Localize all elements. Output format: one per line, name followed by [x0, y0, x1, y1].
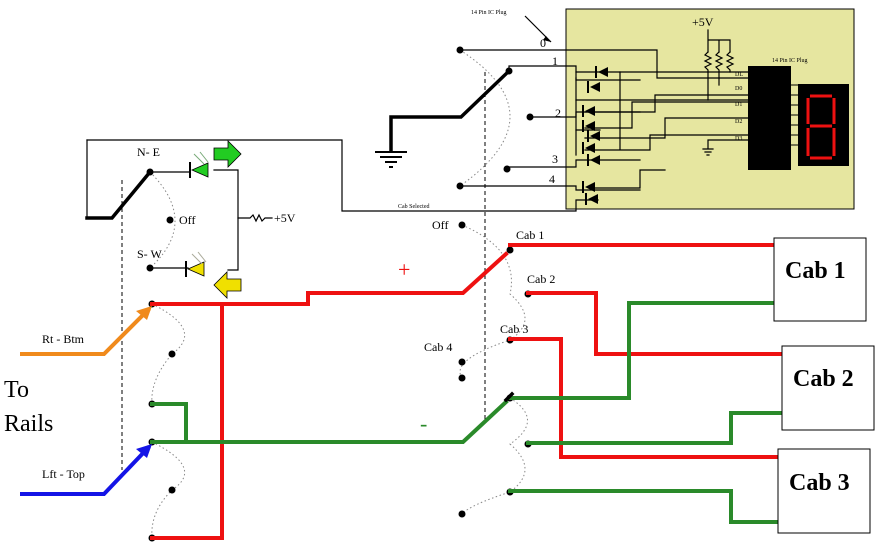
direction-wiper [85, 169, 153, 220]
selector-plug-label: 14 Pin IC Plug [471, 10, 507, 16]
north-east-label: N- E [137, 145, 160, 159]
green-led-icon [189, 151, 209, 178]
cab-switch-off-label: Off [432, 218, 448, 232]
wire-cab-selected [86, 139, 599, 212]
reversing-switch [20, 180, 186, 542]
position-label-3: 3 [552, 152, 558, 166]
plug-pointer-arrowhead [543, 36, 551, 42]
green-arrow-icon [213, 140, 242, 168]
wire-pos-4 [459, 185, 641, 191]
blue-rail-wire [20, 445, 151, 496]
diode-3a [582, 142, 595, 154]
pin-label-dl: DL [735, 72, 743, 78]
cab-switch-contact-neg4 [458, 510, 466, 518]
pin-label-d1: D1 [735, 102, 742, 108]
cab-3-label: Cab 3 [789, 470, 850, 496]
negative-cab3-wire [508, 489, 780, 524]
cab-selector-switch [86, 15, 749, 420]
reversing-contact-5 [168, 486, 176, 494]
direction-arc [149, 171, 176, 269]
pin-label-d2: D2 [735, 119, 742, 125]
selector-wiper [389, 68, 512, 152]
off-label: Off [179, 213, 195, 227]
wire-pos-1 [508, 65, 641, 81]
cab-switch-cab4-label: Cab 4 [424, 340, 452, 354]
orange-rail-wire [20, 307, 151, 356]
to-rails-label-1: To [4, 377, 29, 403]
cab-switch-contact-cab1 [506, 246, 514, 254]
diode-4b [585, 193, 598, 205]
positive-cross-wire [150, 302, 224, 540]
cab-switch-contact-cab4 [458, 358, 466, 366]
yellow-led-icon [185, 251, 207, 277]
diode-1a [595, 66, 608, 78]
board-supply-label: +5V [692, 15, 714, 29]
pin-label-d3: D3 [735, 136, 742, 142]
left-top-label: Lft - Top [42, 467, 85, 481]
pin-label-d0: D0 [735, 86, 742, 92]
negative-wires [150, 301, 784, 524]
position-label-1: 1 [552, 54, 558, 68]
south-west-label: S- W [137, 247, 162, 261]
cab-switch-cab3-label: Cab 3 [500, 322, 528, 336]
diode-2c [587, 130, 600, 142]
negative-cab2-wire [526, 411, 784, 445]
positive-cab2-wire [526, 291, 784, 356]
decoder-ic [748, 66, 791, 170]
right-bottom-label: Rt - Btm [42, 332, 85, 346]
positive-sign: + [398, 257, 410, 282]
diode-2a [582, 105, 595, 117]
negative-cab1-wire [508, 301, 777, 400]
cab-3-box [777, 448, 871, 534]
position-label-0: 0 [540, 36, 546, 50]
blue-arrowhead [136, 444, 152, 458]
diode-4a [582, 181, 595, 193]
wire-pos-0 [459, 49, 749, 79]
seven-segment-display [798, 84, 849, 166]
negative-sign: - [420, 411, 427, 436]
positive-main-wire [150, 251, 509, 306]
diode-matrix [575, 66, 749, 205]
board-plug-label: 14 Pin IC Plug [772, 58, 808, 64]
orange-arrowhead [136, 306, 152, 320]
position-label-4: 4 [549, 172, 555, 186]
to-rails-label-2: Rails [4, 411, 53, 437]
cab-1-label: Cab 1 [785, 258, 846, 284]
cab-2-label: Cab 2 [793, 366, 854, 392]
direction-contact-off [166, 216, 174, 224]
diode-2b [582, 120, 595, 132]
positive-wires [150, 243, 784, 540]
pullup-resistors [702, 29, 749, 156]
negative-main-wire [150, 399, 509, 444]
cab-switch-contact-neg-off [458, 374, 466, 382]
reversing-contact-2 [168, 350, 176, 358]
cab-switch-cab1-label: Cab 1 [516, 228, 544, 242]
cab-selected-label: Cab Selected [398, 204, 430, 210]
diode-1b [587, 81, 600, 93]
direction-switch [85, 139, 273, 299]
yellow-arrow-icon [213, 271, 242, 299]
cab-switch-contact-off [458, 221, 466, 229]
cab-2-box [781, 345, 875, 431]
diode-3b [587, 154, 600, 166]
cab-1-box [773, 237, 867, 322]
resistor-supply-label: +5V [274, 211, 296, 225]
ground-icon [375, 151, 407, 168]
position-label-2: 2 [555, 106, 561, 120]
cab-switch-cab2-label: Cab 2 [527, 272, 555, 286]
